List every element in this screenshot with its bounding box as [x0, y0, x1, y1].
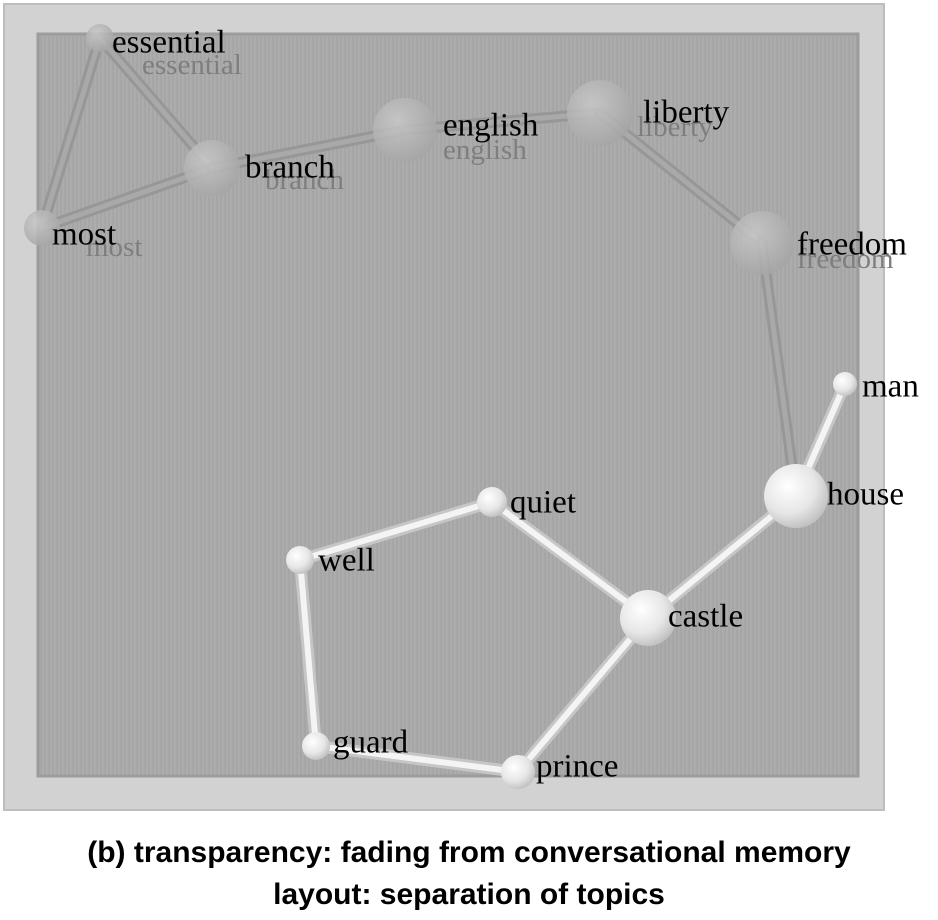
node-label-echo-most: most: [86, 231, 142, 263]
node-quiet[interactable]: [477, 487, 507, 517]
node-freedom[interactable]: [730, 211, 794, 275]
node-label-echo-freedom: freedom: [797, 243, 894, 275]
node-label-echo-english: english: [443, 134, 527, 166]
node-liberty[interactable]: [567, 80, 633, 146]
node-guard[interactable]: [302, 732, 330, 760]
edge-highlight-well-quiet: [297, 499, 495, 563]
node-prince[interactable]: [501, 755, 535, 789]
node-man[interactable]: [833, 372, 857, 396]
node-house[interactable]: [764, 464, 828, 528]
caption-line-2: layout: separation of topics: [273, 878, 665, 911]
node-label-branch: branch: [245, 149, 335, 185]
node-label-castle: castle: [668, 598, 743, 634]
node-label-freedom: freedom: [797, 226, 907, 262]
node-label-most: most: [52, 216, 116, 252]
inner-panel: [36, 32, 860, 778]
node-english[interactable]: [373, 98, 437, 162]
node-most[interactable]: [24, 210, 60, 246]
edge-highlight-essential-branch: [97, 35, 215, 171]
figure-caption: (b) transparency: fading from conversati…: [0, 832, 938, 916]
node-label-liberty: liberty: [643, 94, 730, 130]
node-label-echo-liberty: liberty: [637, 111, 713, 143]
node-castle[interactable]: [620, 590, 676, 646]
node-label-quiet: quiet: [510, 484, 576, 520]
node-well[interactable]: [286, 546, 314, 574]
edge-highlight-essential-most: [39, 35, 103, 231]
edge-highlight-most-branch: [39, 165, 215, 231]
node-label-guard: guard: [333, 724, 409, 760]
edge-highlight-well-guard: [297, 557, 319, 749]
edge-highlight-prince-castle: [515, 615, 651, 775]
node-label-well: well: [318, 542, 375, 578]
node-label-english: english: [443, 107, 539, 143]
nodes-layer: [24, 24, 857, 789]
node-essential[interactable]: [86, 24, 114, 52]
edge-highlight-freedom-house: [759, 240, 799, 499]
caption-line-1: (b) transparency: fading from conversati…: [87, 836, 851, 869]
node-label-house: house: [827, 476, 904, 512]
edge-highlight-quiet-castle: [489, 499, 651, 621]
node-label-man: man: [862, 368, 919, 404]
edge-highlight-branch-english: [209, 127, 408, 171]
edge-highlight-liberty-freedom: [597, 110, 765, 246]
edge-highlight-guard-prince: [313, 743, 521, 775]
node-label-echo-essential: essential: [142, 49, 242, 81]
node-branch[interactable]: [184, 140, 240, 196]
node-label-essential: essential: [112, 24, 226, 60]
node-label-prince: prince: [536, 748, 618, 784]
node-label-echo-branch: branch: [265, 164, 344, 196]
